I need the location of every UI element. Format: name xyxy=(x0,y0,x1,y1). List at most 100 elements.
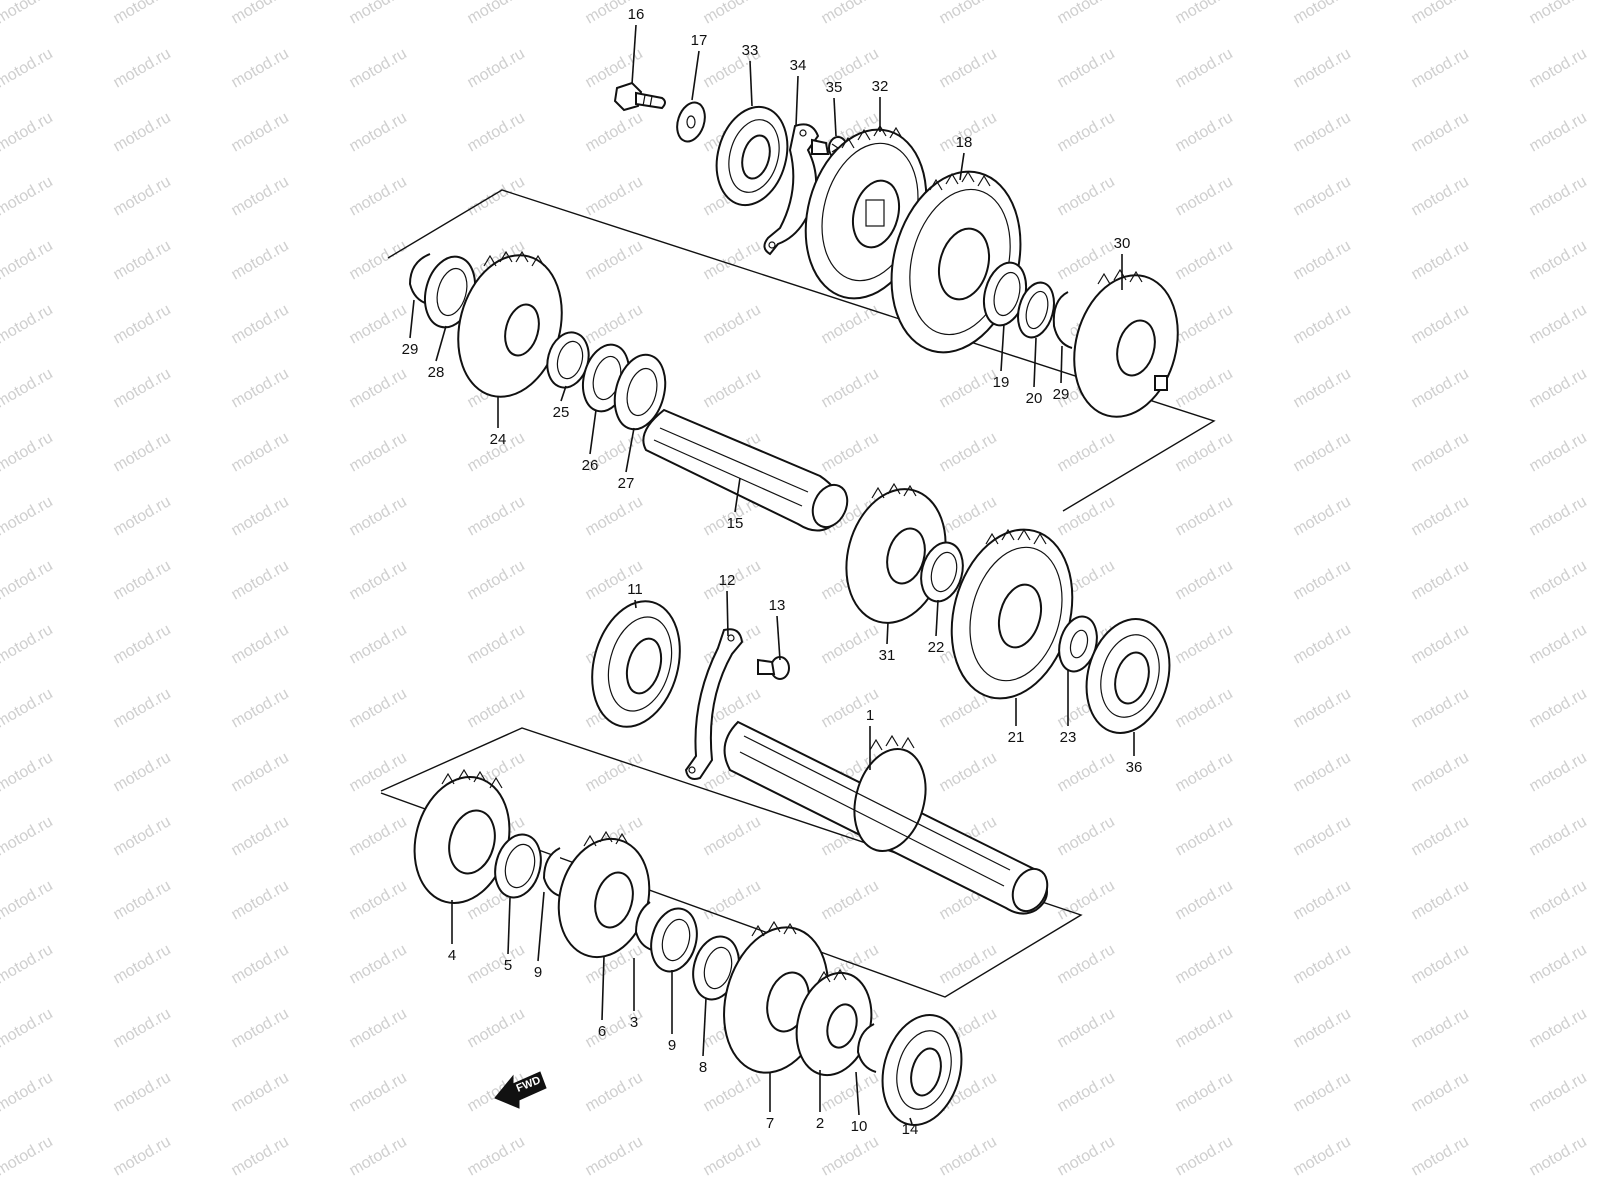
watermark-text: motod.ru xyxy=(0,1005,56,1051)
watermark-text: motod.ru xyxy=(111,365,174,411)
callout-number-6: 6 xyxy=(598,1023,606,1040)
watermark-text: motod.ru xyxy=(937,45,1000,91)
watermark-text: motod.ru xyxy=(0,109,56,155)
leader-line-11 xyxy=(634,599,637,609)
watermark-text: motod.ru xyxy=(819,0,882,27)
leader-line-29 xyxy=(409,299,415,339)
watermark-text: motod.ru xyxy=(583,493,646,539)
watermark-text: motod.ru xyxy=(111,749,174,795)
watermark-text: motod.ru xyxy=(347,109,410,155)
watermark-text: motod.ru xyxy=(1173,941,1236,987)
watermark-text: motod.ru xyxy=(0,941,56,987)
gear-4 xyxy=(413,768,511,904)
watermark-text: motod.ru xyxy=(1527,1005,1590,1051)
watermark-text: motod.ru xyxy=(229,0,292,27)
watermark-text: motod.ru xyxy=(819,877,882,923)
watermark-text: motod.ru xyxy=(0,877,56,923)
circlip-9-lower xyxy=(634,901,653,951)
watermark-text: motod.ru xyxy=(1055,237,1118,283)
callout-number-13: 13 xyxy=(769,597,786,614)
leader-line-15 xyxy=(734,477,741,513)
watermark-text: motod.ru xyxy=(111,0,174,27)
watermark-text: motod.ru xyxy=(701,237,764,283)
watermark-text: motod.ru xyxy=(347,749,410,795)
bushing-25 xyxy=(546,331,590,389)
watermark-text: motod.ru xyxy=(111,45,174,91)
watermark-text: motod.ru xyxy=(111,557,174,603)
leader-line-35 xyxy=(833,97,837,137)
watermark-text: motod.ru xyxy=(937,749,1000,795)
watermark-text: motod.ru xyxy=(229,621,292,667)
watermark-text: motod.ru xyxy=(1527,813,1590,859)
callout-number-36: 36 xyxy=(1126,759,1143,776)
watermark-text: motod.ru xyxy=(1055,173,1118,219)
watermark-text: motod.ru xyxy=(1173,365,1236,411)
watermark-text: motod.ru xyxy=(1055,45,1118,91)
watermark-text: motod.ru xyxy=(111,493,174,539)
watermark-text: motod.ru xyxy=(1055,877,1118,923)
watermark-text: motod.ru xyxy=(1055,1133,1118,1179)
watermark-text: motod.ru xyxy=(1409,45,1472,91)
watermark-text: motod.ru xyxy=(1527,557,1590,603)
screw-13 xyxy=(757,656,790,680)
leader-line-13 xyxy=(776,615,781,661)
watermark-text: motod.ru xyxy=(1055,0,1118,27)
watermark-text: motod.ru xyxy=(1291,1005,1354,1051)
callout-number-25: 25 xyxy=(553,404,570,421)
watermark-text: motod.ru xyxy=(1409,493,1472,539)
watermark-text: motod.ru xyxy=(1291,301,1354,347)
callout-number-29: 29 xyxy=(402,341,419,358)
watermark-text: motod.ru xyxy=(111,685,174,731)
watermark-text: motod.ru xyxy=(1291,1069,1354,1115)
watermark-text: motod.ru xyxy=(0,493,56,539)
watermark-text: motod.ru xyxy=(583,1069,646,1115)
leader-line-5 xyxy=(507,897,511,955)
watermark-text: motod.ru xyxy=(1527,749,1590,795)
watermark-text: motod.ru xyxy=(1055,749,1118,795)
watermark-text: motod.ru xyxy=(1055,1069,1118,1115)
watermark-text: motod.ru xyxy=(0,685,56,731)
watermark-text: motod.ru xyxy=(1527,429,1590,475)
watermark-text: motod.ru xyxy=(1409,301,1472,347)
watermark-text: motod.ru xyxy=(1527,365,1590,411)
leader-line-29 xyxy=(1060,345,1063,384)
watermark-text: motod.ru xyxy=(1409,173,1472,219)
watermark-text: motod.ru xyxy=(1409,1133,1472,1179)
watermark-text: motod.ru xyxy=(111,813,174,859)
watermark-text: motod.ru xyxy=(583,109,646,155)
watermark-text: motod.ru xyxy=(111,429,174,475)
watermark-text: motod.ru xyxy=(1291,45,1354,91)
watermark-text: motod.ru xyxy=(347,493,410,539)
watermark-text: motod.ru xyxy=(229,173,292,219)
watermark-text: motod.ru xyxy=(229,45,292,91)
watermark-text: motod.ru xyxy=(0,749,56,795)
callout-number-32: 32 xyxy=(872,78,889,95)
callout-number-3: 3 xyxy=(630,1014,638,1031)
watermark-text: motod.ru xyxy=(0,365,56,411)
watermark-text: motod.ru xyxy=(1173,1005,1236,1051)
watermark-text: motod.ru xyxy=(229,749,292,795)
watermark-text: motod.ru xyxy=(111,1069,174,1115)
watermark-text: motod.ru xyxy=(347,877,410,923)
watermark-text: motod.ru xyxy=(347,45,410,91)
watermark-text: motod.ru xyxy=(347,173,410,219)
watermark-text: motod.ru xyxy=(937,0,1000,27)
callout-number-35: 35 xyxy=(826,79,843,96)
watermark-text: motod.ru xyxy=(1409,685,1472,731)
bearing-11 xyxy=(591,600,681,728)
watermark-text: motod.ru xyxy=(1291,429,1354,475)
watermark-text: motod.ru xyxy=(1409,941,1472,987)
watermark-text: motod.ru xyxy=(347,685,410,731)
watermark-text: motod.ru xyxy=(937,429,1000,475)
callout-number-17: 17 xyxy=(691,32,708,49)
callout-layer: 1234567899101112131415161718192021222324… xyxy=(402,6,1143,1138)
watermark-text: motod.ru xyxy=(1409,1005,1472,1051)
leader-line-31 xyxy=(886,621,889,645)
countershaft-15 xyxy=(642,408,849,532)
leader-line-20 xyxy=(1033,337,1037,388)
watermark-text: motod.ru xyxy=(111,301,174,347)
watermark-text: motod.ru xyxy=(1527,621,1590,667)
watermark-text: motod.ru xyxy=(1173,493,1236,539)
watermark-text: motod.ru xyxy=(229,365,292,411)
watermark-text: motod.ru xyxy=(465,0,528,27)
